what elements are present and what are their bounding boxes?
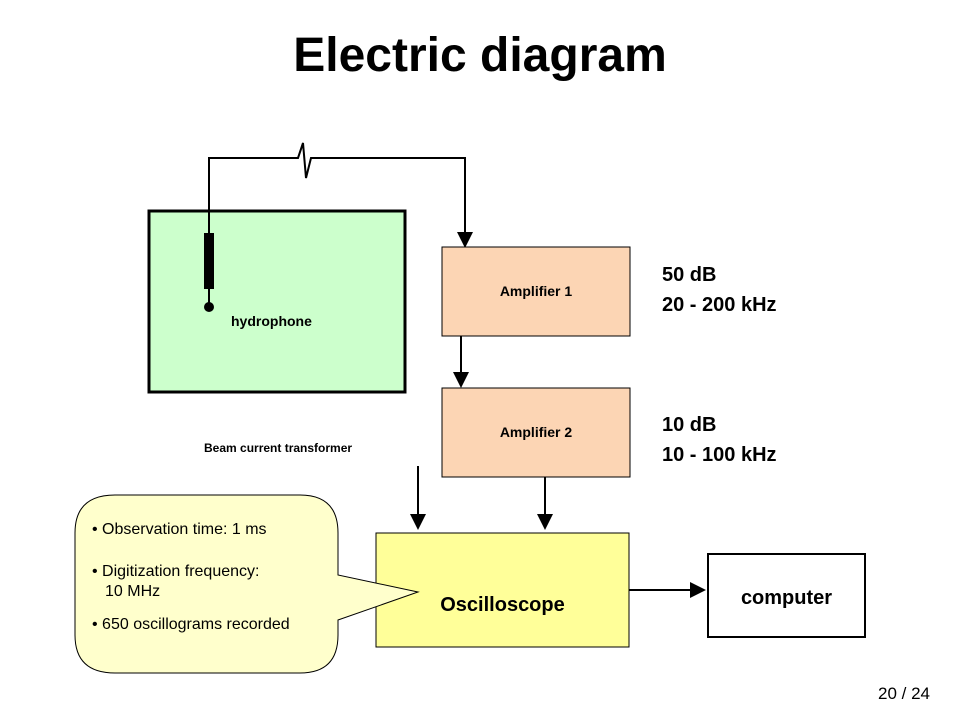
callout-bubble [74,494,420,674]
beam-transformer-label: Beam current transformer [204,441,353,455]
amplifier-2-band: 10 - 100 kHz [662,444,777,466]
computer-box [707,553,866,638]
bullet-icon: • [92,521,103,538]
amplifier-1-specs: 50 dB 20 - 200 kHz [662,260,777,320]
hydrophone-tip [204,302,214,312]
oscilloscope-label: Oscilloscope [440,594,565,616]
amplifier-2-specs: 10 dB 10 - 100 kHz [662,410,777,470]
amplifier-1-box [441,246,631,337]
hydrophone-label: hydrophone [231,313,312,329]
bullet-icon: • [92,616,103,633]
amplifier-2-label: Amplifier 2 [499,424,573,440]
hydrophone-box [147,209,407,394]
slide-title: Electric diagram [293,29,667,82]
callout-item-digitization: • Digitization frequency: [92,563,260,580]
amplifier-1-gain: 50 dB [662,264,717,286]
amplifier-1-label: Amplifier 1 [499,283,573,299]
hydrophone-sensor [204,233,214,289]
oscilloscope-box [375,532,630,648]
callout-item-digitization-value: 10 MHz [105,583,161,600]
hydrophone-cable [208,142,473,248]
amplifier-2-gain: 10 dB [662,414,717,436]
page-number: 20 / 24 [878,684,930,703]
amplifier-2-box [441,387,631,478]
computer-label: computer [740,587,833,609]
callout-item-oscillograms: • 650 oscillograms recorded [92,616,290,633]
bullet-icon: • [92,563,103,580]
callout-item-observation: • Observation time: 1 ms [92,521,267,538]
amplifier-1-band: 20 - 200 kHz [662,294,777,316]
